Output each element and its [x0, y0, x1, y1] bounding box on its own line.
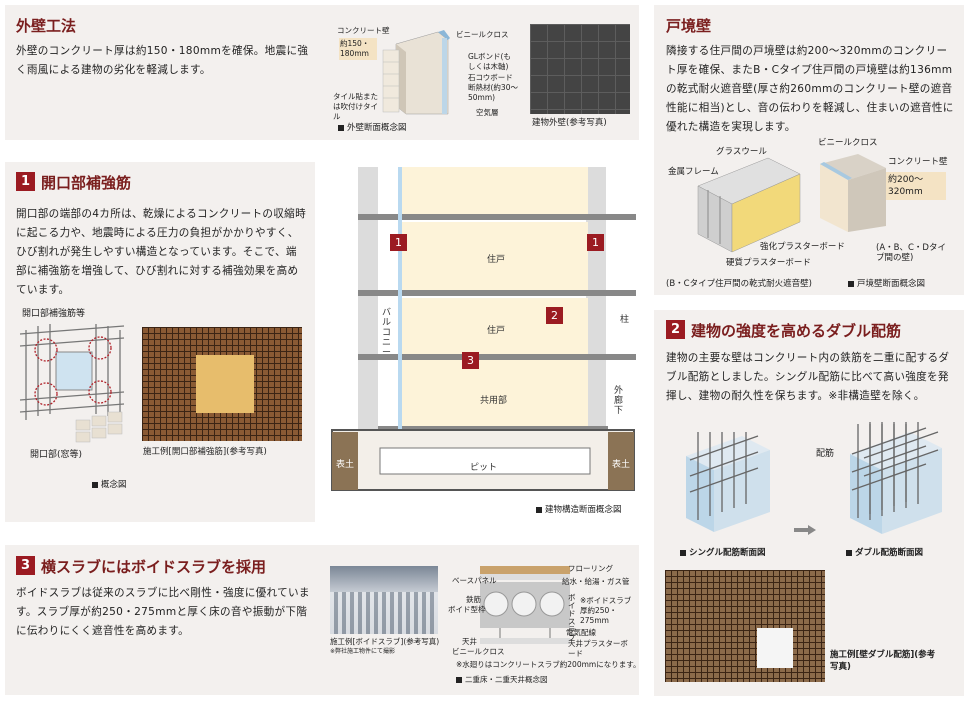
building-badge-3: 3 [462, 352, 479, 369]
bw-label-metal: 金属フレーム [668, 167, 719, 177]
ext-label-vinyl: ビニールクロス [456, 30, 509, 39]
ext-label-thickness: 約150・180mm [339, 38, 377, 60]
s3-label-base: ベースパネル [452, 576, 497, 585]
s3-label-void-slab: ボイドスラブ [568, 593, 576, 642]
ext-label-insulation: 断熱材(約30〜50mm) [468, 83, 518, 102]
building-label-soil-right: 表土 [612, 460, 631, 470]
arrow-right-icon [794, 520, 816, 535]
s1-caption-photo: 施工例[開口部補強筋](参考写真) [143, 447, 267, 457]
square-bullet-icon [846, 549, 852, 556]
section2-body: 建物の主要な壁はコンクリート内の鉄筋を二重に配するダブル配筋としました。シングル… [666, 352, 950, 402]
s3-label-ceiling-board: 天井プラスターボード [568, 639, 628, 658]
s2-caption-photo: 施工例[壁ダブル配筋](参考写真) [830, 650, 936, 672]
bw-label-concrete: コンクリート壁 [888, 157, 948, 167]
s3-caption-diagram: 二重床・二重天井概念図 [456, 674, 548, 685]
section1-body: 開口部の端部の4カ所は、乾燥によるコンクリートの収縮時に起こる力や、地震時による… [16, 208, 306, 296]
building-label-balcony: バルコニー [382, 308, 392, 358]
building-label-outer-corridor: 外廊下 [614, 386, 624, 416]
bw-label-thickness: 約200〜320mm [886, 172, 946, 200]
ext-label-concrete: コンクリート壁 [337, 26, 390, 35]
s2-caption-double: ダブル配筋断面図 [846, 546, 923, 558]
dry-wall-diagram [688, 150, 806, 255]
double-rebar-photo [665, 570, 825, 682]
building-label-column: 柱 [620, 315, 630, 325]
square-bullet-icon [536, 506, 542, 513]
ext-label-tile: タイル貼または吹付けタイル [333, 92, 378, 121]
ext-caption-diagram: 外壁断面概念図 [338, 121, 407, 133]
photo-sign [757, 628, 793, 668]
bw-label-vinyl: ビニールクロス [818, 138, 878, 148]
boundary-panel [654, 5, 964, 295]
s3-label-vinyl: ビニールクロス [452, 647, 505, 656]
concrete-wall-diagram [818, 152, 890, 232]
building-section-diagram [326, 162, 640, 507]
square-bullet-icon [680, 549, 686, 556]
opening-rebar-diagram [16, 320, 128, 448]
exterior-title: 外壁工法 [16, 17, 77, 35]
square-bullet-icon [92, 481, 98, 488]
building-label-unit-upper: 住戸 [487, 255, 506, 265]
boundary-title: 戸境壁 [666, 17, 712, 35]
building-label-unit-lower: 住戸 [487, 326, 506, 336]
double-rebar-diagram [846, 420, 946, 540]
s3-caption-photo: 施工例[ボイドスラブ](参考写真) [330, 637, 440, 646]
building-label-common: 共用部 [480, 396, 508, 406]
bw-caption-right: 戸境壁断面概念図 [848, 277, 925, 289]
exterior-body: 外壁のコンクリート厚は約150・180mmを確保。地震に強く雨風による建物の劣化… [16, 45, 309, 76]
s3-label-flooring: フローリング [568, 564, 613, 573]
s3-label-slab-thickness: ※ボイドスラブ厚約250・275mm [580, 596, 632, 625]
bw-label-hard: 硬質プラスターボード [726, 258, 811, 268]
ext-label-air: 空気層 [476, 108, 499, 117]
square-bullet-icon [848, 280, 854, 287]
square-bullet-icon [338, 124, 344, 131]
void-slab-diagram [480, 566, 570, 656]
building-badge-2: 2 [546, 307, 563, 324]
bw-label-types: (A・B、C・Dタイプ間の壁) [876, 243, 946, 263]
single-rebar-diagram [682, 430, 774, 540]
opening-rebar-photo [142, 327, 302, 441]
exterior-wall-diagram [338, 22, 510, 120]
s2-caption-single: シングル配筋断面図 [680, 546, 766, 558]
s3-label-wiring: 電気配線 [566, 628, 596, 637]
boundary-body: 隣接する住戸間の戸境壁は約200〜320mmのコンクリート厚を確保、またB・Cタ… [666, 45, 954, 133]
void-slab-photo-detail [330, 592, 438, 634]
opening-panel-photo-detail [196, 355, 254, 413]
s3-label-note: ※水廻りはコンクリートスラブ約200mmになります。 [456, 660, 641, 669]
ext-label-gypsum: 石コウボード [468, 73, 513, 82]
s3-label-pipes: 給水・給湯・ガス管 [562, 577, 630, 586]
exterior-wall-photo [530, 24, 630, 114]
ext-caption-photo: 建物外壁(参考写真) [532, 118, 607, 128]
section3-body: ボイドスラブは従来のスラブに比べ剛性・強度に優れています。スラブ厚が約250・2… [16, 587, 310, 637]
s1-label-window: 開口部(窓等) [30, 450, 83, 460]
ext-label-gl: GLボンド(もしくは木軸) [468, 52, 511, 71]
building-badge-1-right: 1 [587, 234, 604, 251]
square-bullet-icon [456, 677, 462, 683]
s1-label-rebar: 開口部補強筋等 [22, 309, 86, 319]
building-label-pit: ピット [470, 463, 498, 473]
building-label-soil-left: 表土 [336, 460, 355, 470]
s3-photo-note: ※弊社施工物件にて撮影 [330, 648, 396, 655]
s3-label-rebar: 鉄筋 [466, 595, 481, 604]
bw-caption-left: (B・Cタイプ住戸間の乾式耐火遮音壁) [666, 279, 812, 289]
building-caption: 建物構造断面概念図 [536, 503, 622, 515]
s1-caption-diagram: 概念図 [92, 478, 127, 490]
s2-label-rebar: 配筋 [816, 449, 835, 459]
bw-label-reinforced: 強化プラスターボード [760, 242, 845, 252]
building-badge-1-left: 1 [390, 234, 407, 251]
void-slab-photo [330, 566, 438, 634]
bw-label-glasswool: グラスウール [716, 147, 767, 157]
s3-label-void-frame: ボイド型枠 [448, 605, 486, 614]
s3-label-ceiling: 天井 [462, 637, 477, 646]
